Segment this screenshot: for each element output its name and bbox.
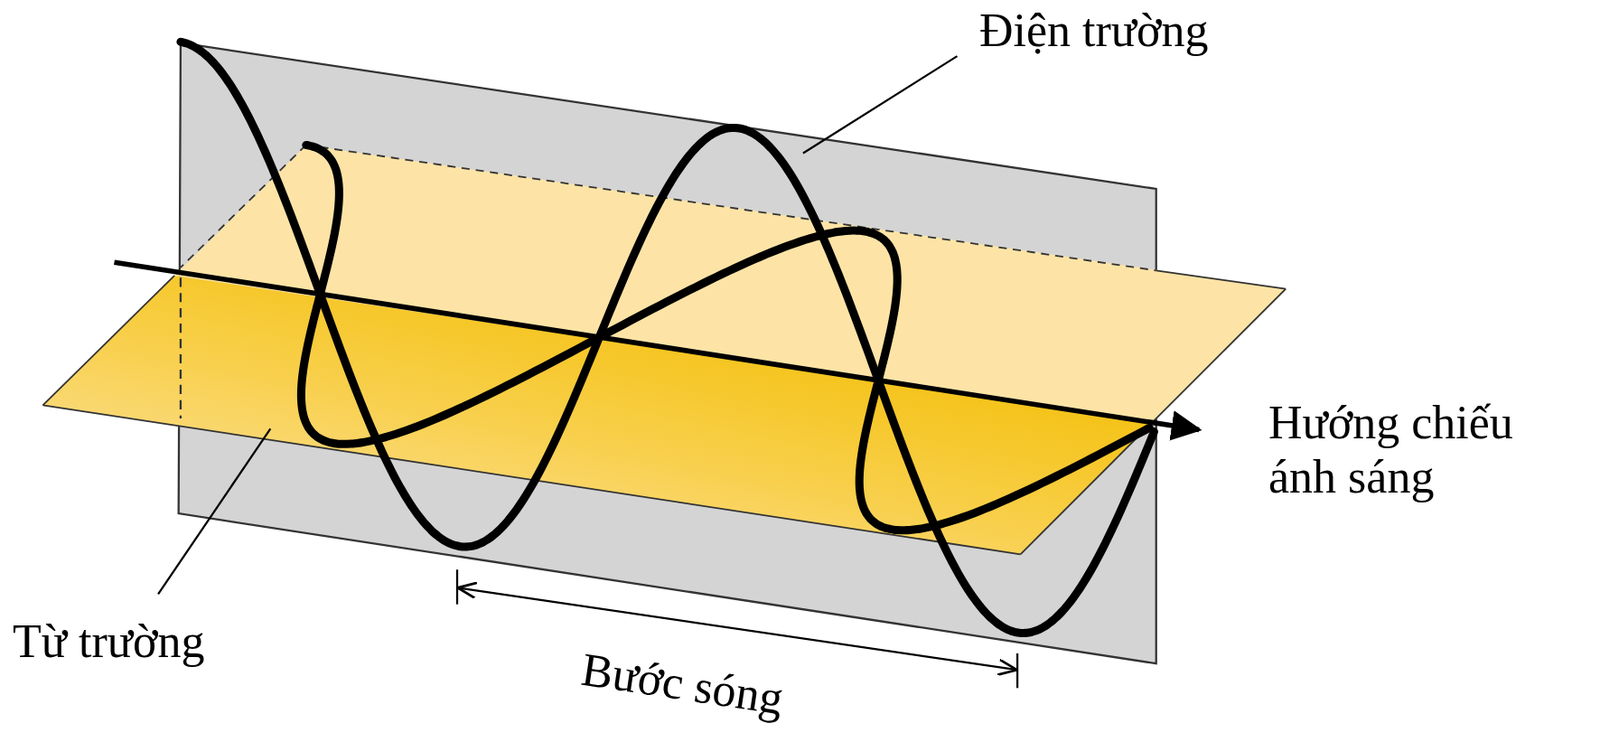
dashed-edge xyxy=(306,144,1157,271)
wavelength-arrow xyxy=(458,588,1016,670)
wavelength-tick xyxy=(456,569,459,604)
electric-wave xyxy=(180,41,1155,633)
field-label: Từ trường xyxy=(12,614,205,669)
wavelength-tick xyxy=(1016,653,1019,688)
plane-edge xyxy=(1156,270,1286,289)
dashed-edge xyxy=(179,277,182,419)
direction-label: Hướng chiếu ánh sáng xyxy=(1268,395,1540,505)
plane-edge xyxy=(42,275,175,405)
magnetic-wave xyxy=(300,144,1150,530)
field-label: Điện trường xyxy=(979,3,1209,58)
dimension-label: Bước sóng xyxy=(577,642,786,726)
leader-line xyxy=(803,56,958,153)
leader-line xyxy=(158,428,271,594)
propagation-axis xyxy=(114,261,1200,430)
